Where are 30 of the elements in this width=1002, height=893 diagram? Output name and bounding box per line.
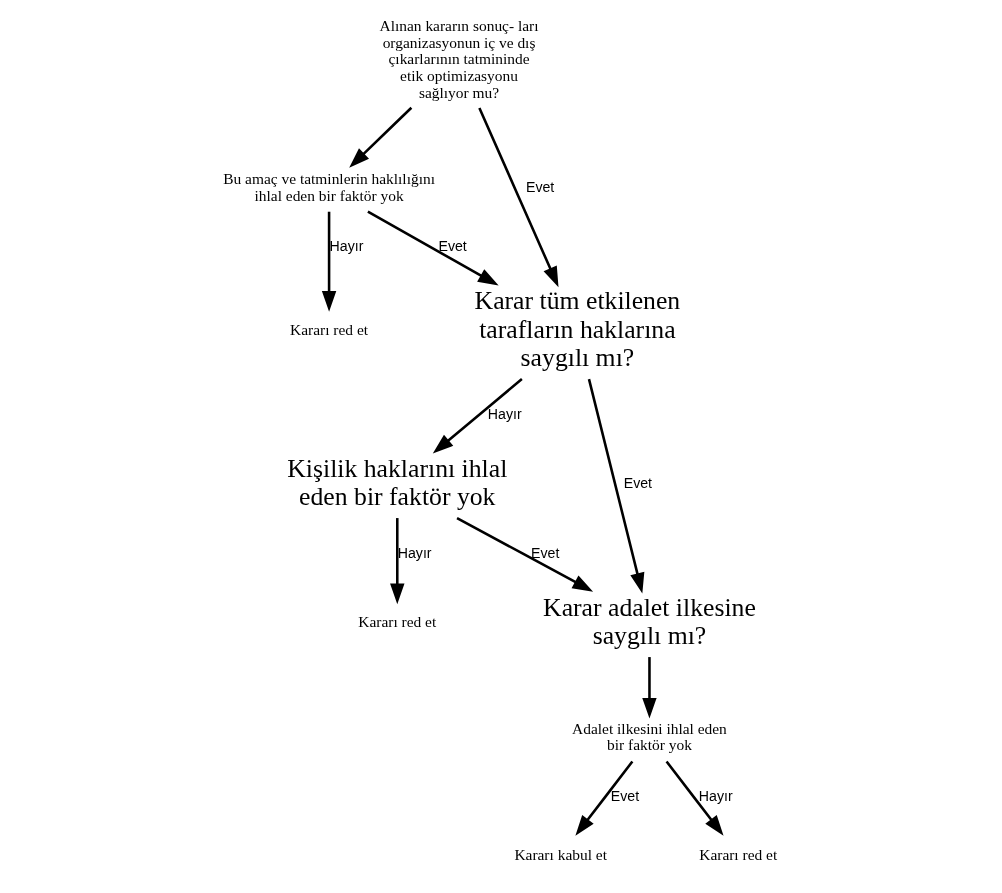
node-text: Kişilik haklarını ihlal eden bir faktör yok xyxy=(286,453,507,512)
node-text: Karar adalet ilkesine saygılı mı? xyxy=(542,592,756,650)
arrow xyxy=(366,210,499,286)
edge-label: Evet xyxy=(437,238,467,255)
node-text: Kararı red et xyxy=(698,846,777,864)
arrow xyxy=(574,760,633,836)
node-text: Kararı red et xyxy=(357,613,436,631)
edge-label: Evet xyxy=(610,787,639,804)
edge-label: Hayır xyxy=(329,238,363,255)
arrow xyxy=(641,657,657,719)
node-text: Bu amaç ve tatminlerin haklılığını ihlal eden bir faktör yok xyxy=(222,170,435,204)
edge-label: Evet xyxy=(530,544,559,561)
edge-label: Evet xyxy=(623,475,652,492)
node-text: Karar tüm etkilenen tarafların haklarına saygılı mı? xyxy=(474,286,680,373)
edge-label: Hayır xyxy=(397,544,432,561)
node-text: Adalet ilkesini ihlal eden bir faktör yok xyxy=(571,719,727,754)
arrow xyxy=(321,211,336,312)
arrow xyxy=(432,378,523,454)
node-text: Kararı red et xyxy=(289,321,368,339)
node-text: Alınan kararın sonuç- ları organizasyonun iç ve dış çıkarlarının tatmininde etik optimizasyonu sağlıyor mu? xyxy=(379,17,539,101)
arrow xyxy=(348,106,412,168)
arrow xyxy=(455,516,593,592)
arrow xyxy=(665,760,724,836)
node-text: Kararı kabul et xyxy=(513,846,607,864)
arrow xyxy=(587,378,644,594)
arrow xyxy=(389,518,404,605)
edge-label: Hayır xyxy=(698,787,733,804)
arrow xyxy=(477,107,558,288)
edge-label: Hayır xyxy=(487,405,522,422)
edge-label: Evet xyxy=(525,179,554,196)
